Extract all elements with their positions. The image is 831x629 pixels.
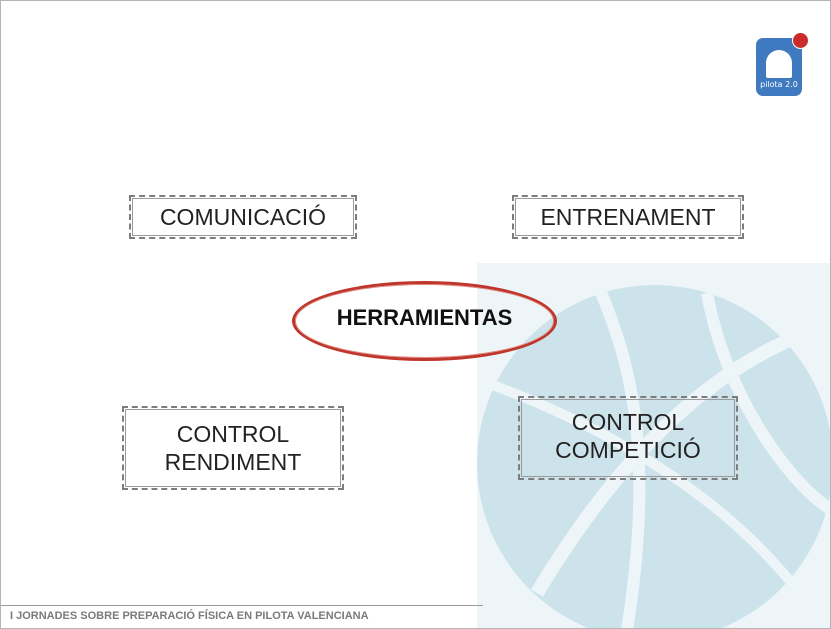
- control-competicio-box: CONTROL COMPETICIÓ: [518, 396, 738, 480]
- logo-text: pilota 2.0: [760, 80, 798, 89]
- entrenament-label: ENTRENAMENT: [540, 204, 716, 230]
- control-rendiment-line-2: RENDIMENT: [164, 449, 302, 475]
- control-rendiment-line-1: CONTROL: [176, 421, 290, 447]
- herramientas-ellipse: [292, 281, 557, 361]
- logo-tile: pilota 2.0: [756, 38, 802, 96]
- entrenament-box: ENTRENAMENT: [512, 195, 744, 239]
- ball-watermark-icon: [477, 280, 830, 628]
- logo-dot: [792, 32, 809, 49]
- comunicacio-box: COMUNICACIÓ: [129, 195, 357, 239]
- footer-text: I JORNADES SOBRE PREPARACIÓ FÍSICA EN PI…: [10, 610, 369, 622]
- logo-arch: [766, 50, 792, 78]
- control-rendiment-box: CONTROL RENDIMENT: [122, 406, 344, 490]
- comunicacio-label: COMUNICACIÓ: [159, 204, 327, 230]
- control-competicio-line-1: CONTROL: [571, 409, 685, 435]
- footer-divider: [1, 605, 483, 606]
- control-competicio-line-2: COMPETICIÓ: [555, 437, 701, 463]
- herramientas-label: HERRAMIENTAS: [336, 305, 513, 330]
- pilota-logo-icon: pilota 2.0: [756, 32, 809, 96]
